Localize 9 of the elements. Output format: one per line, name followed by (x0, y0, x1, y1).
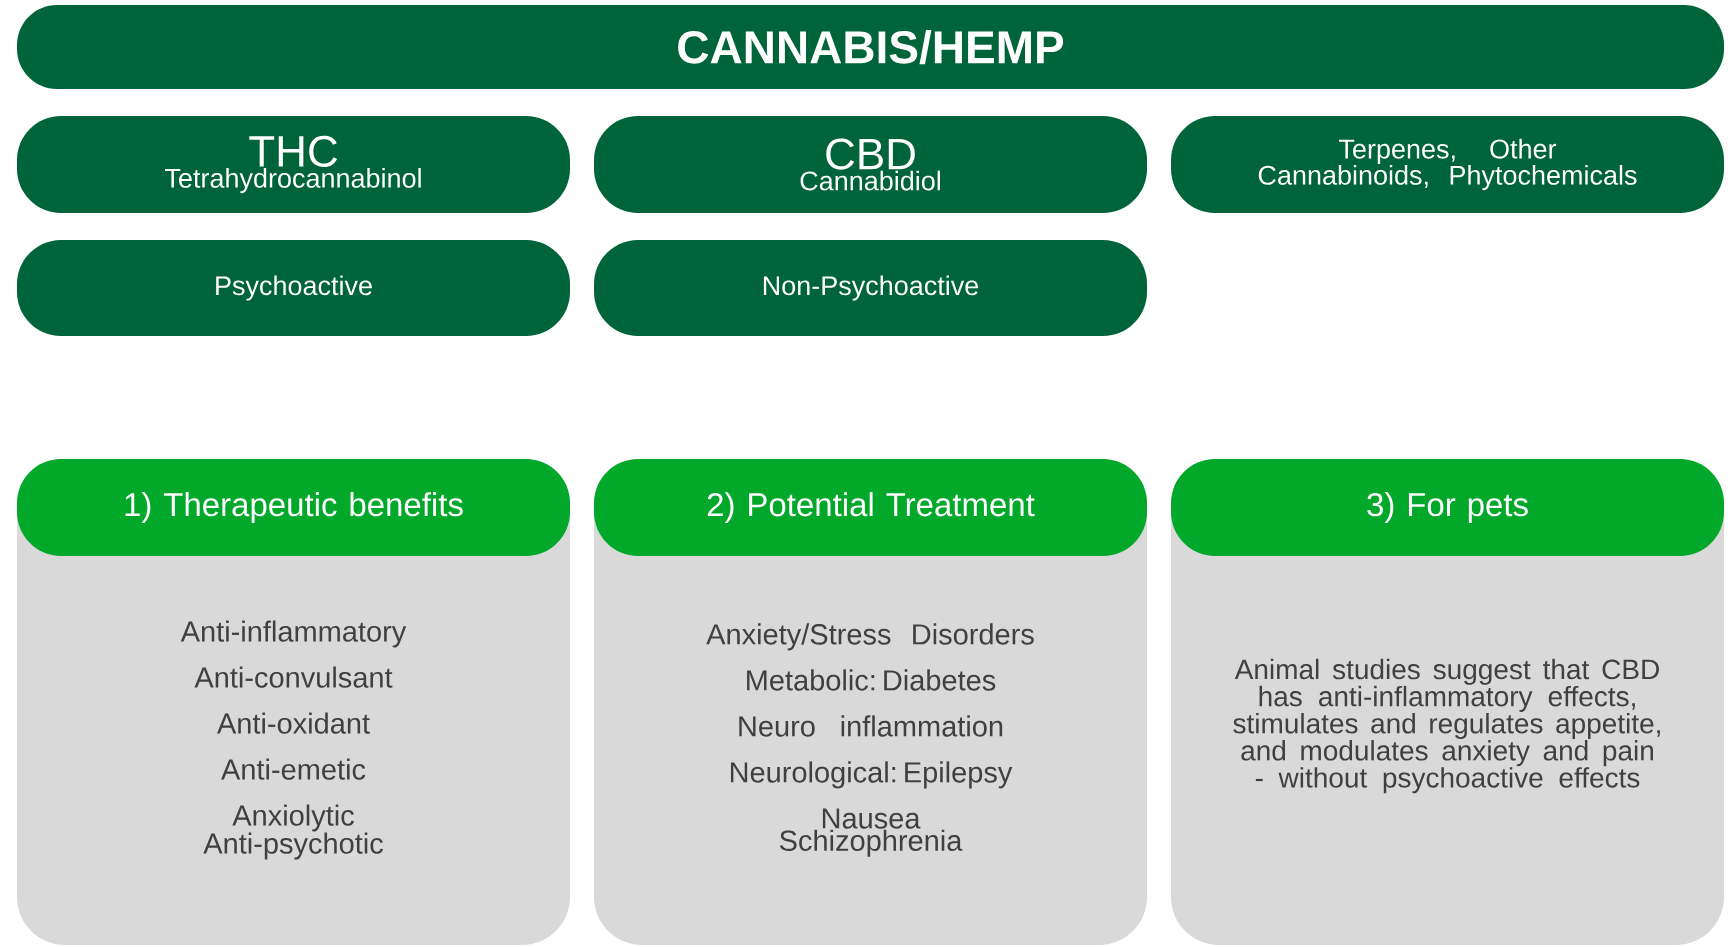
category-pill: Psychoactive (17, 240, 570, 336)
category-pill: CBD Cannabidiol (594, 116, 1147, 213)
category-pill: Terpenes, Other Cannabinoids, Phytochemicals (1171, 116, 1725, 213)
category-pill: THC Tetrahydrocannabinol (17, 116, 570, 213)
section-header: 2) Potential Treatment (594, 459, 1147, 556)
title-banner: CANNABIS/HEMP (17, 5, 1725, 89)
section-header: 1) Therapeutic benefits (17, 459, 570, 556)
category-pill: Non-Psychoactive (594, 240, 1147, 336)
section-header: 3) For pets (1171, 459, 1725, 556)
